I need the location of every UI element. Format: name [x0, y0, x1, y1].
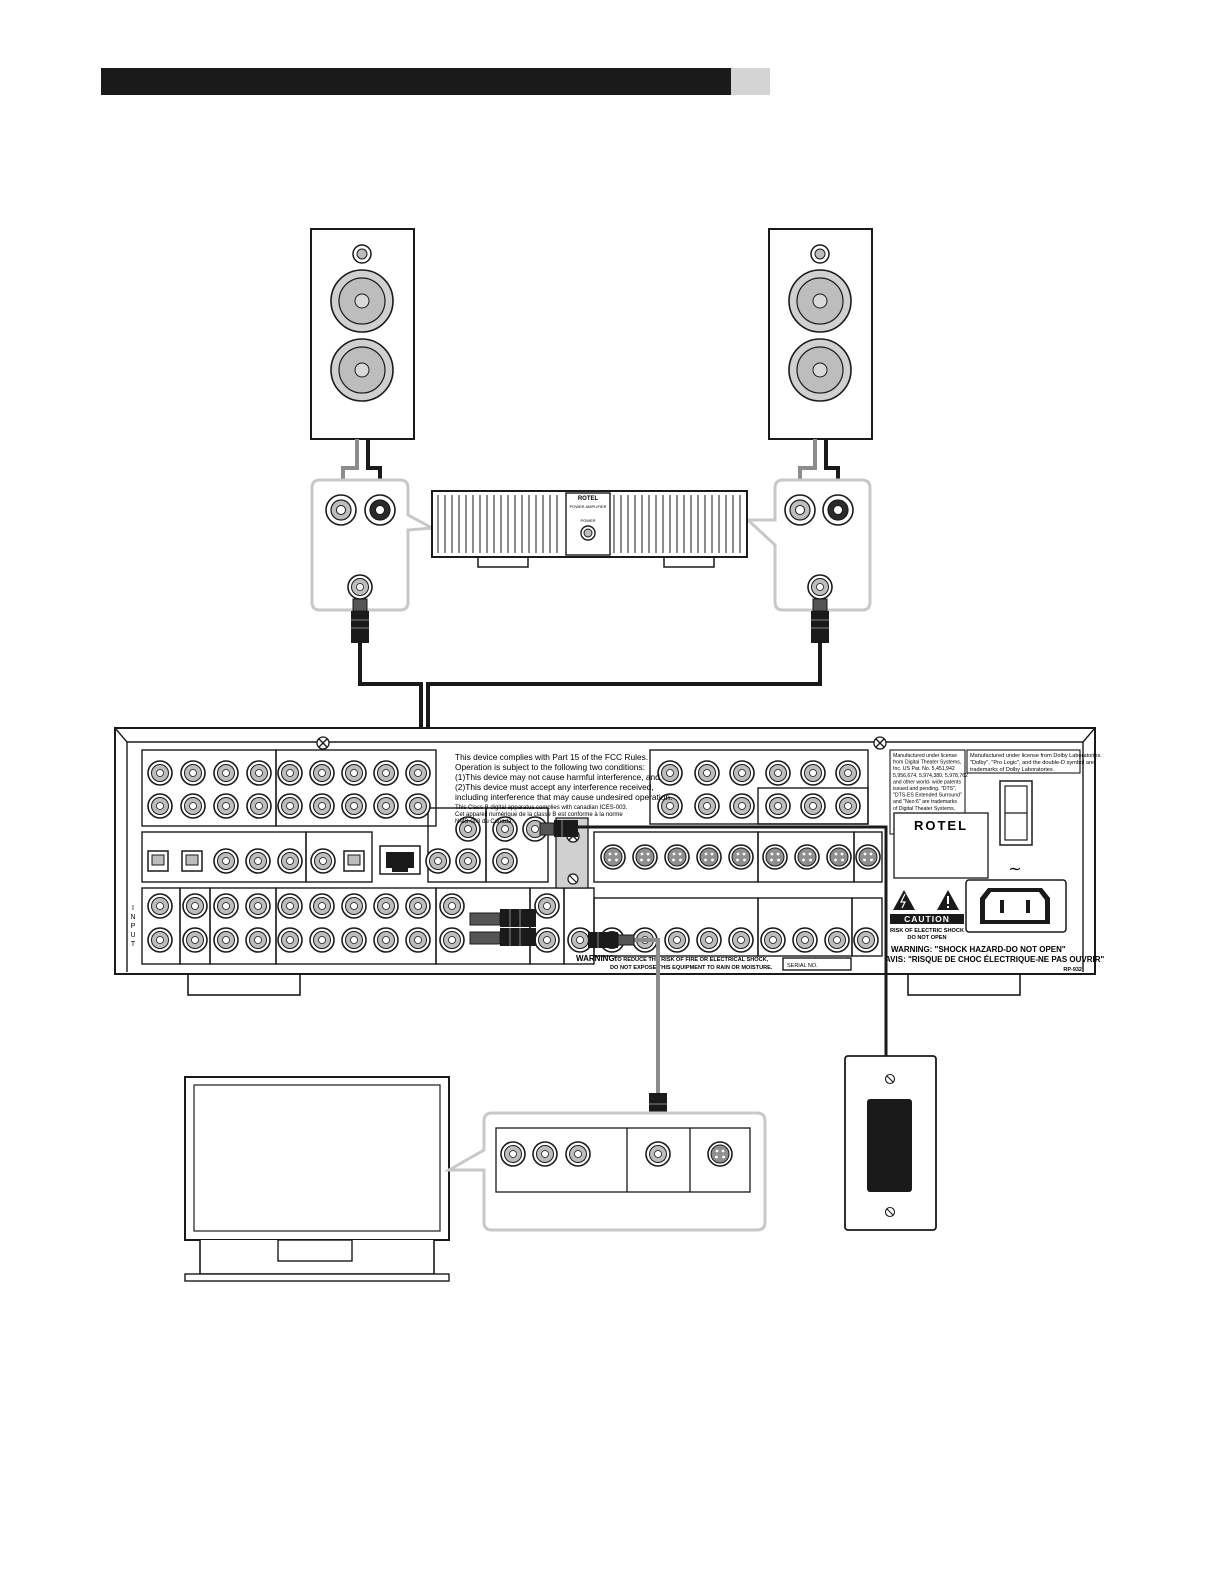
preamp-out-plugs: [469, 909, 536, 946]
svg-text:Operation is subject to the fo: Operation is subject to the following tw…: [455, 762, 645, 772]
brand-plate: ROTEL: [893, 812, 989, 879]
power-switch[interactable]: [999, 780, 1033, 846]
svg-text:P: P: [131, 923, 136, 930]
network-port: [379, 845, 421, 875]
svg-text:trademarks of Dolby Laboratori: trademarks of Dolby Laboratories.: [970, 767, 1055, 773]
svg-text:NMB-003 du Canada.: NMB-003 du Canada.: [455, 819, 513, 825]
warning-fire-label: WARNING:: [576, 954, 617, 963]
left-amp-callout: [310, 478, 438, 612]
power-amplifier: ROTEL POWER AMPLIFIER POWER: [431, 490, 748, 568]
television: [184, 1076, 450, 1282]
dts-notice-line: 5,956,674, 5,974,380, 5,978,762: [893, 773, 968, 779]
dts-notice-line: "DTS-ES Extended Surround": [893, 793, 962, 799]
amp-power-label: POWER: [580, 518, 595, 523]
dts-notice-line: Manufactured under license: [893, 753, 957, 759]
avis-text: AVIS: "RISQUE DE CHOC ÉLECTRIQUE-NE PAS …: [885, 955, 1105, 964]
chassis-screw: [873, 736, 887, 750]
receiver-brand: ROTEL: [914, 818, 968, 833]
svg-text:This device complies with Part: This device complies with Part 15 of the…: [455, 752, 648, 762]
right-speaker: [768, 228, 873, 440]
svg-text:(2)This device must accept any: (2)This device must accept any interfere…: [455, 782, 654, 792]
serial-number-label: SERIAL NO.: [787, 963, 818, 969]
dts-notice-line: of Digital Theater Systems,: [893, 806, 955, 812]
header-bar: [101, 68, 731, 95]
speaker-wires: [341, 439, 840, 495]
svg-text:Cet appareil numérique de la c: Cet appareil numérique de la classe B es…: [455, 812, 623, 818]
amp-brand: ROTEL: [578, 496, 599, 502]
dts-notice-line: and other world- wide patents: [893, 779, 961, 785]
svg-text:U: U: [130, 932, 135, 939]
fcc-notice: This device complies with Part 15 of the…: [455, 752, 672, 825]
ac-power-inlet[interactable]: [965, 879, 1067, 933]
svg-text:T: T: [131, 941, 136, 948]
dolby-notice: Manufactured under license from Dolby La…: [966, 749, 1102, 774]
svg-text:RISK OF ELECTRIC SHOCK: RISK OF ELECTRIC SHOCK: [890, 928, 964, 934]
dts-notice-line: Inc. US Pat. No. 5,451,942: [893, 766, 955, 772]
svg-text:This Class B digital apparatus: This Class B digital apparatus complies …: [455, 805, 628, 811]
dts-notice-line: issued and pending. "DTS",: [893, 786, 956, 792]
svg-text:DO NOT OPEN: DO NOT OPEN: [907, 935, 946, 941]
dts-notice-line: from Digital Theater Systems,: [893, 760, 961, 766]
model-number: RP-932: [1063, 967, 1082, 973]
svg-text:Manufactured under license fro: Manufactured under license from Dolby La…: [970, 753, 1102, 759]
svg-text:CAUTION: CAUTION: [904, 914, 950, 924]
warning-fire-line-1: TO REDUCE THE RISK OF FIRE OR ELECTRICAL…: [614, 957, 769, 963]
svg-text:including interference that ma: including interference that may cause un…: [455, 792, 672, 802]
header-bar-tab: [731, 68, 770, 95]
warning-fire-line-2: DO NOT EXPOSE THIS EQUIPMENT TO RAIN OR …: [610, 965, 773, 971]
caution-label: CAUTION RISK OF ELECTRIC SHOCK DO NOT OP…: [890, 890, 964, 941]
input-label: I N P U T: [130, 905, 135, 948]
ac-symbol: ∼: [1008, 861, 1021, 878]
wall-outlet: [844, 1055, 937, 1231]
svg-text:N: N: [130, 914, 135, 921]
right-amp-callout: [744, 478, 872, 612]
amp-input-plugs: [351, 598, 829, 643]
svg-text:"Dolby", "Pro Logic", and the: "Dolby", "Pro Logic", and the double-D s…: [970, 760, 1094, 766]
svg-text:(1)This device may not cause h: (1)This device may not cause harmful int…: [455, 772, 660, 782]
tv-input-callout: [443, 1111, 767, 1232]
amp-model-label: POWER AMPLIFIER: [569, 504, 606, 509]
dts-notice-line: and "Neo:6" are trademarks: [893, 799, 957, 805]
left-speaker: [310, 228, 415, 440]
trigger-cable: [539, 820, 888, 1100]
warning-shock-text: WARNING: "SHOCK HAZARD-DO NOT OPEN": [891, 945, 1066, 954]
receiver: This device complies with Part 15 of the…: [114, 727, 1105, 996]
svg-text:I: I: [132, 905, 134, 912]
chassis-screw: [316, 736, 330, 750]
